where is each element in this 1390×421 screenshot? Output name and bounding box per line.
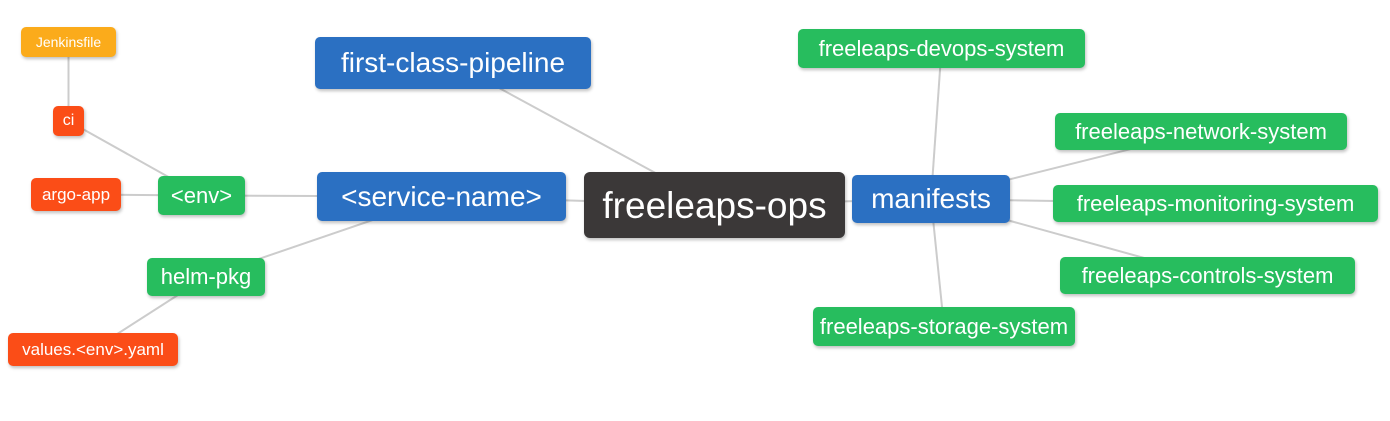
node-argo-app[interactable]: argo-app xyxy=(31,178,121,211)
node-first-class-pipeline[interactable]: first-class-pipeline xyxy=(315,37,591,89)
node-jenkinsfile[interactable]: Jenkinsfile xyxy=(21,27,116,57)
node-label: helm-pkg xyxy=(160,264,252,289)
node-label: ci xyxy=(62,112,75,129)
node-label: Jenkinsfile xyxy=(35,34,102,50)
node-freeleaps-storage-system[interactable]: freeleaps-storage-system xyxy=(813,307,1075,346)
node-values-env-yaml[interactable]: values.<env>.yaml xyxy=(8,333,178,366)
node-label: argo-app xyxy=(41,185,111,204)
node-freeleaps-devops-system[interactable]: freeleaps-devops-system xyxy=(798,29,1085,68)
node-label: values.<env>.yaml xyxy=(22,340,164,359)
node-service-name[interactable]: <service-name> xyxy=(317,172,566,221)
node-label: <service-name> xyxy=(341,180,542,212)
node-label: freeleaps-controls-system xyxy=(1081,262,1334,288)
node-label: freeleaps-storage-system xyxy=(819,313,1069,339)
node-manifests[interactable]: manifests xyxy=(852,175,1010,223)
node-freeleaps-ops[interactable]: freeleaps-ops xyxy=(584,172,845,238)
node-label: first-class-pipeline xyxy=(340,47,566,78)
node-label: freeleaps-ops xyxy=(602,184,827,226)
node-label: manifests xyxy=(871,183,991,214)
node-env[interactable]: <env> xyxy=(158,176,245,215)
node-label: freeleaps-devops-system xyxy=(818,35,1065,61)
node-ci[interactable]: ci xyxy=(53,106,84,136)
node-freeleaps-monitoring-system[interactable]: freeleaps-monitoring-system xyxy=(1053,185,1378,222)
node-freeleaps-network-system[interactable]: freeleaps-network-system xyxy=(1055,113,1347,150)
node-label: freeleaps-monitoring-system xyxy=(1076,190,1355,216)
node-helm-pkg[interactable]: helm-pkg xyxy=(147,258,265,296)
node-freeleaps-controls-system[interactable]: freeleaps-controls-system xyxy=(1060,257,1355,294)
node-label: <env> xyxy=(170,182,233,208)
edge-manifests-freeleaps-devops-system xyxy=(930,48,943,200)
node-label: freeleaps-network-system xyxy=(1075,118,1327,144)
